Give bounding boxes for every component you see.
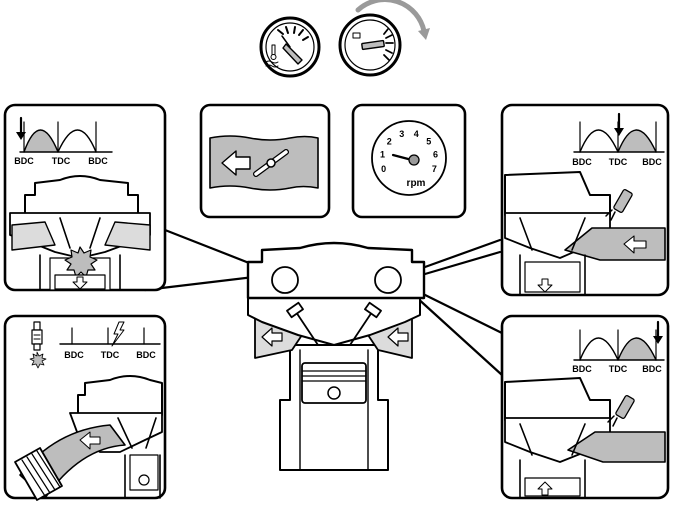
combustion-burst (64, 246, 98, 278)
ignition-key-switch-icon (338, 0, 430, 77)
panel-intake-tdc: BDC TDC BDC (500, 103, 670, 297)
engine-cutaway (504, 377, 666, 499)
panel-intake-bdc: BDC TDC BDC (500, 314, 670, 500)
bdc-label: BDC (88, 156, 108, 166)
tachometer-tick-6: 6 (433, 150, 438, 160)
bdc-label: BDC (642, 157, 662, 167)
fuel-injector-icon (607, 395, 635, 427)
tachometer-tick-1: 1 (380, 150, 385, 160)
panel-combustion: BDC TDC BDC (3, 103, 167, 292)
intake-runner (564, 227, 666, 261)
throttle-valve-icon (253, 149, 289, 177)
tdc-label: TDC (52, 156, 71, 166)
tachometer-tick-2: 2 (387, 137, 392, 147)
tachometer-tick-0: 0 (381, 164, 386, 174)
piston (301, 362, 367, 404)
crank-phase-graph: BDC TDC BDC (59, 321, 161, 360)
connector-lines (143, 228, 514, 377)
throttle-duct (209, 135, 319, 191)
bdc-label: BDC (14, 156, 34, 166)
tdc-label: TDC (101, 350, 120, 360)
tachometer-tick-3: 3 (399, 129, 404, 139)
tdc-label: TDC (609, 157, 628, 167)
coolant-temperature-gauge-icon (259, 16, 321, 78)
bdc-label: BDC (64, 350, 84, 360)
camshaft-right (374, 266, 402, 294)
engine-cutaway (9, 175, 151, 291)
engine-cutaway (14, 375, 163, 501)
lightning-bolt-icon (111, 321, 125, 347)
engine-cutaway (504, 171, 666, 296)
bdc-label: BDC (572, 364, 592, 374)
central-engine (246, 241, 426, 471)
air-flow-arrow (221, 150, 251, 176)
throttle-panel (199, 103, 331, 219)
air-filter-icon (14, 447, 63, 501)
tachometer-unit: rpm (407, 178, 426, 189)
fuel-injector-icon (605, 189, 633, 221)
panel-ignition: BDC TDC BDC (3, 314, 167, 501)
tdc-label: TDC (609, 364, 628, 374)
bdc-label: BDC (136, 350, 156, 360)
tachometer-tick-5: 5 (426, 137, 431, 147)
crank-phase-graph: BDC TDC BDC (572, 320, 665, 374)
tachometer-tick-4: 4 (414, 129, 419, 139)
camshaft-left (271, 266, 299, 294)
intake-runner (567, 431, 666, 463)
bdc-label: BDC (572, 157, 592, 167)
bdc-label: BDC (642, 364, 662, 374)
crank-phase-graph: BDC TDC BDC (572, 112, 665, 167)
tachometer-tick-7: 7 (432, 164, 437, 174)
crank-phase-graph: BDC TDC BDC (14, 116, 113, 166)
spark-plug-icon (29, 321, 47, 369)
